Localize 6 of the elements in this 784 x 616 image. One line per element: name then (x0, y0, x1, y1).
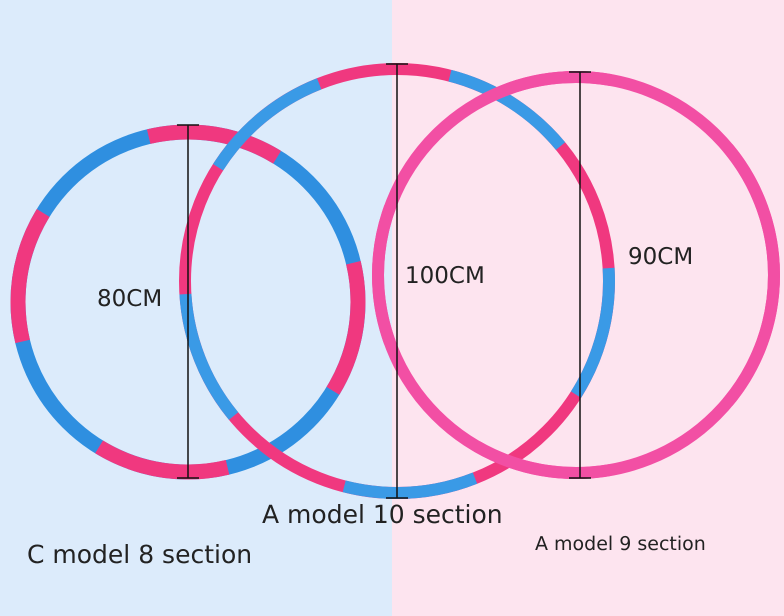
dimension-label: 80CM (97, 288, 162, 311)
model-caption: A model 10 section (262, 502, 503, 527)
dimension-label: 100CM (405, 265, 485, 288)
model-caption: A model 9 section (535, 535, 706, 554)
dimension-label: 90CM (628, 246, 694, 269)
model-caption: C model 8 section (27, 542, 252, 567)
